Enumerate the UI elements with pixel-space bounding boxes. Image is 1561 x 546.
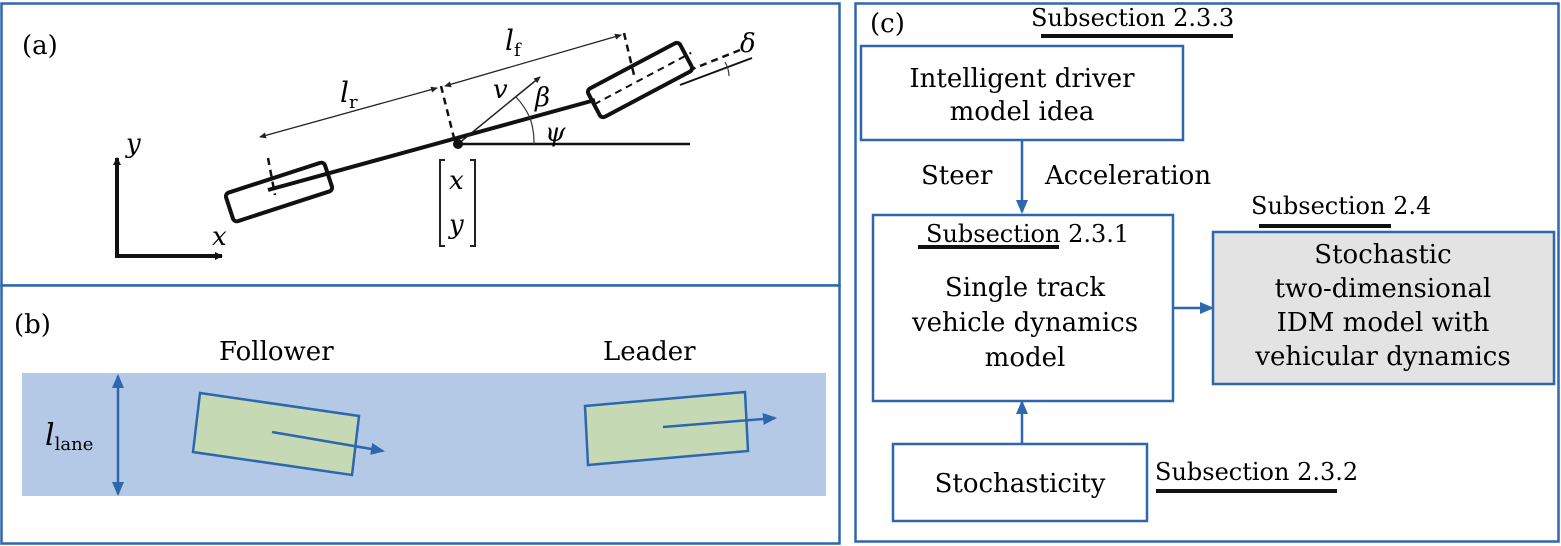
steer-label: Steer [921, 161, 993, 191]
lf-dimension [444, 33, 622, 88]
stochastic-model-line-1: Stochastic [1314, 240, 1451, 270]
center-of-gravity [453, 139, 463, 149]
panel-a-label: (a) [22, 31, 58, 61]
coordinate-axes: y x [113, 129, 227, 260]
stochasticity-label: Stochasticity [935, 469, 1106, 499]
single-track-line-1: Single track [945, 273, 1105, 303]
delta-dash [689, 48, 741, 72]
front-wheel [585, 40, 695, 120]
v-label: v [493, 75, 508, 105]
y-axis-label: y [125, 129, 141, 159]
lane-width-label: llane [45, 418, 93, 455]
panel-b-label: (b) [14, 310, 51, 340]
beta-arc [515, 96, 531, 119]
front-dash [622, 32, 636, 76]
position-y: y [448, 210, 464, 240]
psi-label: ψ [545, 118, 566, 148]
left-bracket [439, 159, 445, 247]
psi-arc [529, 117, 535, 145]
stochastic-model-line-2: two-dimensional [1275, 274, 1492, 304]
delta-label: δ [740, 29, 756, 59]
stochastic-model-line-3: IDM model with [1277, 308, 1490, 338]
panel-c: (c) Subsection 2.3.3 Intelligent driver … [854, 2, 1560, 543]
panel-b: (b) Follower Leader llane [0, 284, 841, 545]
panel-a-frame [0, 2, 841, 287]
rear-dash [266, 157, 277, 196]
position-x: x [449, 166, 464, 196]
panel-c-label: (c) [870, 9, 905, 39]
idm-subsection-ref: Subsection 2.3.3 [1031, 4, 1234, 32]
idm-box [859, 44, 1185, 142]
delta-arc [724, 61, 730, 77]
follower-vehicle [191, 391, 361, 477]
idm-box-line-1: Intelligent driver [909, 64, 1135, 94]
single-track-line-3: model [985, 343, 1066, 373]
lf-label: lf [505, 24, 522, 61]
panel-a: (a) y x [0, 2, 841, 287]
right-bracket [470, 159, 476, 247]
x-axis-label: x [212, 222, 227, 252]
follower-label: Follower [219, 337, 334, 367]
stochastic-model-line-4: vehicular dynamics [1254, 342, 1510, 372]
stochasticity-subsection-ref: Subsection 2.3.2 [1155, 458, 1358, 486]
stochastic-idm-model-box [1211, 230, 1556, 386]
idm-box-line-2: model idea [950, 97, 1095, 127]
beta-label: β [534, 83, 550, 113]
single-track-line-2: vehicle dynamics [911, 308, 1138, 338]
single-track-subsection-ref: Subsection 2.3.1 [926, 220, 1129, 248]
velocity-vector [457, 76, 541, 145]
leader-vehicle [583, 390, 750, 467]
lr-label: lr [340, 76, 358, 113]
front-wheel-heading [679, 57, 753, 86]
rear-wheel [223, 160, 335, 224]
acceleration-label: Acceleration [1044, 161, 1211, 191]
position-vector: x y [439, 159, 476, 247]
stochastic-model-subsection-ref: Subsection 2.4 [1251, 192, 1431, 220]
cg-dash [439, 85, 457, 143]
stochasticity-box [891, 442, 1149, 523]
follower-heading-arrow [271, 430, 385, 455]
leader-label: Leader [603, 337, 696, 367]
leader-heading-arrow [662, 412, 777, 429]
lr-dimension [259, 86, 438, 139]
vehicle-axis [267, 98, 596, 192]
